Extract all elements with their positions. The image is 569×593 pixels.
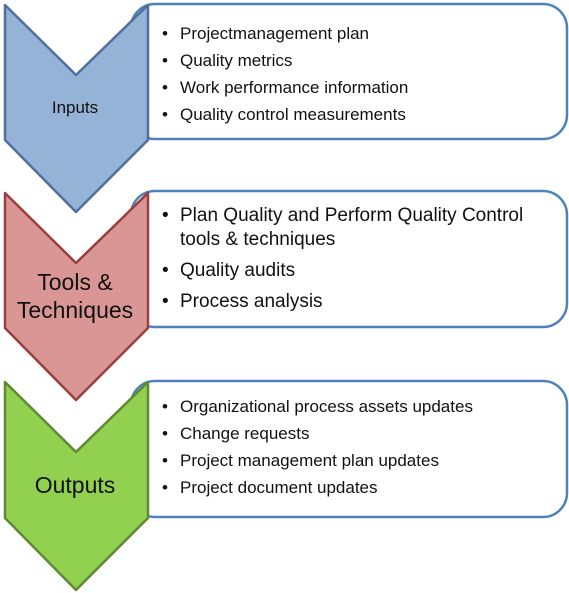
tools-label-text: Tools & Techniques	[17, 269, 133, 324]
list-item: Projectmanagement plan	[160, 20, 550, 47]
list-item: Work performance information	[160, 74, 550, 101]
list-item: Quality audits	[160, 259, 555, 283]
tools-label-line1: Tools &	[37, 269, 113, 296]
list-item: Plan Quality and Perform Quality Control…	[160, 204, 555, 252]
tools-label: Tools & Techniques	[6, 262, 144, 332]
outputs-list: Organizational process assets updates Ch…	[160, 393, 555, 501]
tools-list: Plan Quality and Perform Quality Control…	[160, 204, 555, 321]
list-item: Process analysis	[160, 290, 555, 314]
inputs-list: Projectmanagement plan Quality metrics W…	[160, 20, 550, 128]
list-item: Project document updates	[160, 474, 555, 501]
outputs-label-text: Outputs	[34, 472, 116, 499]
inputs-chevron	[3, 3, 150, 214]
inputs-label-text: Inputs	[51, 97, 99, 117]
outputs-chevron	[3, 380, 150, 592]
inputs-label: Inputs	[6, 82, 144, 134]
list-item: Quality metrics	[160, 47, 550, 74]
tools-label-line2: Techniques	[16, 297, 134, 323]
outputs-label: Outputs	[6, 460, 144, 512]
list-item: Change requests	[160, 420, 555, 447]
list-item: Project management plan updates	[160, 447, 555, 474]
list-item: Organizational process assets updates	[160, 393, 555, 420]
tools-chevron	[3, 191, 150, 402]
list-item: Quality control measurements	[160, 101, 550, 128]
